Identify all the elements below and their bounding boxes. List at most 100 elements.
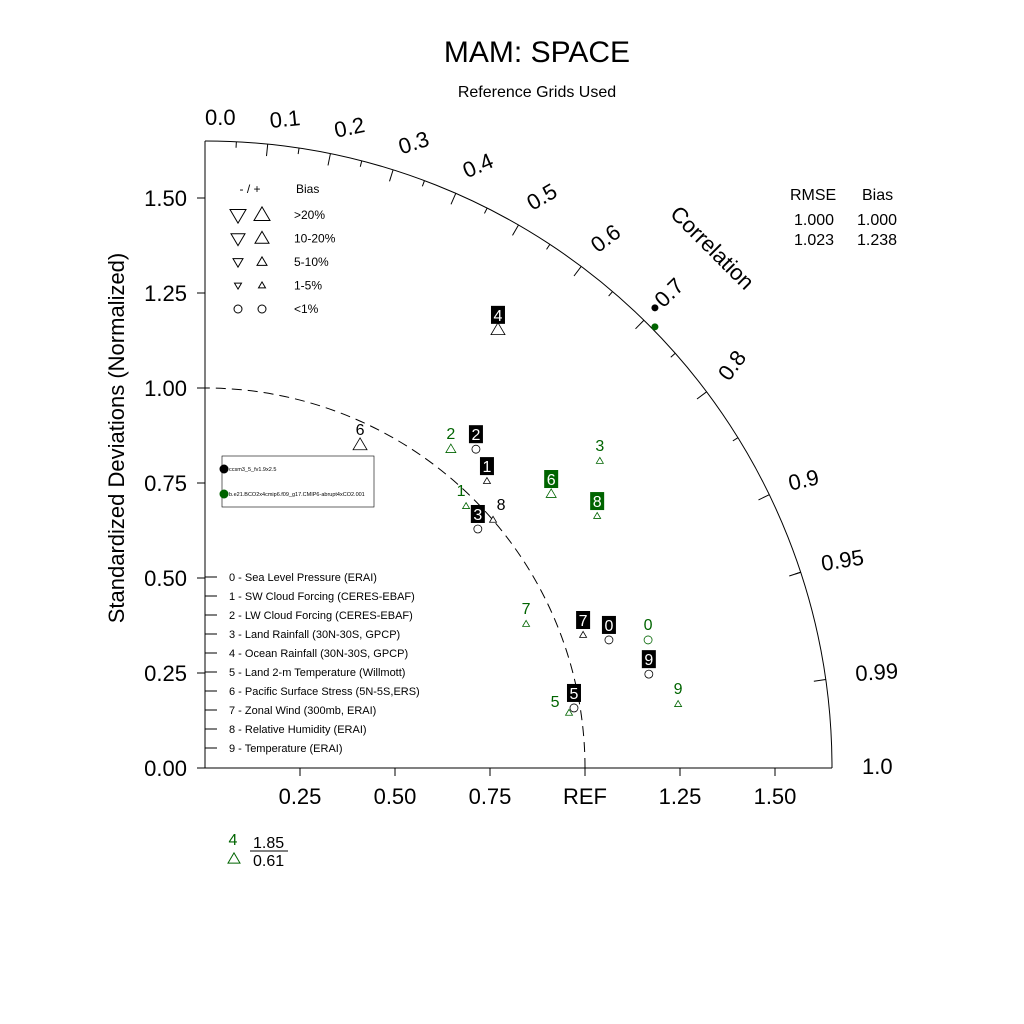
correlation-axis-label: Correlation <box>665 201 759 295</box>
x-tick-label: 1.50 <box>754 784 797 809</box>
data-point-circle <box>471 444 481 454</box>
reference-marker <box>651 323 659 331</box>
data-point-triangle <box>545 488 557 498</box>
correlation-tick <box>266 144 269 157</box>
correlation-tick <box>758 494 770 501</box>
chart-subtitle: Reference Grids Used <box>458 84 616 101</box>
correlation-tick-label: 0.99 <box>854 658 898 686</box>
bias-legend-sign: - / + <box>239 182 260 196</box>
case-marker <box>219 489 229 499</box>
correlation-minor-tick <box>359 160 363 167</box>
correlation-tick-label: 0.6 <box>586 219 625 257</box>
data-label: 8 <box>593 494 602 511</box>
data-point-triangle <box>595 456 605 464</box>
data-label: 5 <box>551 694 560 711</box>
correlation-tick-label: 0.95 <box>819 545 865 576</box>
correlation-tick-label: 0.3 <box>395 126 432 159</box>
chart-title: MAM: SPACE <box>444 36 630 69</box>
correlation-tick <box>635 319 645 330</box>
data-point-triangle <box>461 501 471 509</box>
stats-header-rmse: RMSE <box>790 187 836 204</box>
data-label-box <box>576 611 591 629</box>
y-tick-label: 0.50 <box>144 566 187 591</box>
y-tick-label: 0.25 <box>144 661 187 686</box>
variable-legend-item: 6 - Pacific Surface Stress (5N-5S,ERS) <box>229 686 420 698</box>
data-label-box <box>470 504 485 523</box>
correlation-tick <box>389 169 394 182</box>
data-label: 7 <box>522 601 531 618</box>
up-triangle-icon <box>254 230 270 244</box>
down-triangle-icon <box>232 258 244 269</box>
y-tick-label: 1.00 <box>144 376 187 401</box>
stats-rmse: 1.023 <box>794 232 834 249</box>
data-label: 3 <box>473 507 482 524</box>
correlation-tick <box>813 679 826 682</box>
stats-rmse: 1.000 <box>794 212 834 229</box>
correlation-tick-label: 0.1 <box>268 105 301 133</box>
correlation-tick-label: 0.2 <box>332 112 367 143</box>
case-name: ccsm3_5_fv1.9x2.5 <box>229 467 276 473</box>
correlation-tick-label: 0.8 <box>713 346 751 385</box>
y-tick-label: 1.25 <box>144 281 187 306</box>
bias-legend-label: 1-5% <box>294 279 322 293</box>
reference-marker <box>651 304 659 312</box>
data-label-box <box>468 425 483 444</box>
off-chart-bias: 0.61 <box>253 853 284 870</box>
data-label: 8 <box>497 497 506 514</box>
bias-legend-label: <1% <box>294 302 319 316</box>
correlation-minor-tick <box>670 352 676 358</box>
data-label: 0 <box>644 617 653 634</box>
bias-legend-label: >20% <box>294 208 325 222</box>
stats-header-bias: Bias <box>862 187 893 204</box>
y-tick-label: 1.50 <box>144 186 187 211</box>
y-tick-label: 0.00 <box>144 756 187 781</box>
variable-legend-item: 9 - Temperature (ERAI) <box>229 743 343 755</box>
correlation-tick <box>450 193 457 205</box>
variable-legend-item: 8 - Relative Humidity (ERAI) <box>229 724 367 736</box>
x-tick-label: 0.25 <box>279 784 322 809</box>
data-label: 1 <box>457 483 466 500</box>
data-point-triangle <box>490 321 506 336</box>
off-chart-triangle <box>227 851 241 864</box>
data-point-triangle <box>592 511 602 519</box>
variable-legend-item: 1 - SW Cloud Forcing (CERES-EBAF) <box>229 591 415 603</box>
correlation-tick-label: 0.4 <box>459 148 497 183</box>
off-chart-std: 1.85 <box>253 835 284 852</box>
correlation-tick <box>512 224 519 236</box>
data-label: 9 <box>674 681 683 698</box>
data-label-box <box>479 457 494 476</box>
data-label-box <box>490 305 505 324</box>
correlation-tick-label: 0.9 <box>786 464 821 495</box>
data-label: 4 <box>494 308 503 325</box>
bias-legend-header: Bias <box>296 182 319 196</box>
variable-legend-item: 3 - Land Rainfall (30N-30S, GPCP) <box>229 629 400 641</box>
correlation-tick <box>573 266 582 277</box>
bias-legend-label: 5-10% <box>294 255 329 269</box>
correlation-minor-tick <box>297 148 300 155</box>
correlation-tick <box>696 391 707 400</box>
data-label: 5 <box>570 686 579 703</box>
data-label: 1 <box>483 459 492 476</box>
data-point-triangle <box>578 630 588 638</box>
case-marker <box>219 464 229 474</box>
data-label: 0 <box>604 618 613 635</box>
stats-bias: 1.238 <box>857 232 897 249</box>
data-label-box <box>544 470 559 489</box>
data-label-box <box>566 683 581 702</box>
variable-legend-item: 4 - Ocean Rainfall (30N-30S, GPCP) <box>229 648 408 660</box>
data-point-triangle <box>564 708 574 716</box>
correlation-minor-tick <box>421 180 425 187</box>
circle-icon <box>257 304 267 314</box>
y-axis-label: Standardized Deviations (Normalized) <box>104 253 129 624</box>
down-triangle-icon <box>233 282 243 291</box>
correlation-minor-tick <box>484 207 488 214</box>
up-triangle-icon <box>256 255 268 266</box>
data-point-triangle <box>445 443 457 453</box>
up-triangle-icon <box>257 280 267 289</box>
down-triangle-icon <box>229 209 247 225</box>
x-tick-label: REF <box>563 784 607 809</box>
data-point-circle <box>604 635 614 645</box>
data-label: 3 <box>595 438 604 455</box>
down-triangle-icon <box>230 233 246 247</box>
